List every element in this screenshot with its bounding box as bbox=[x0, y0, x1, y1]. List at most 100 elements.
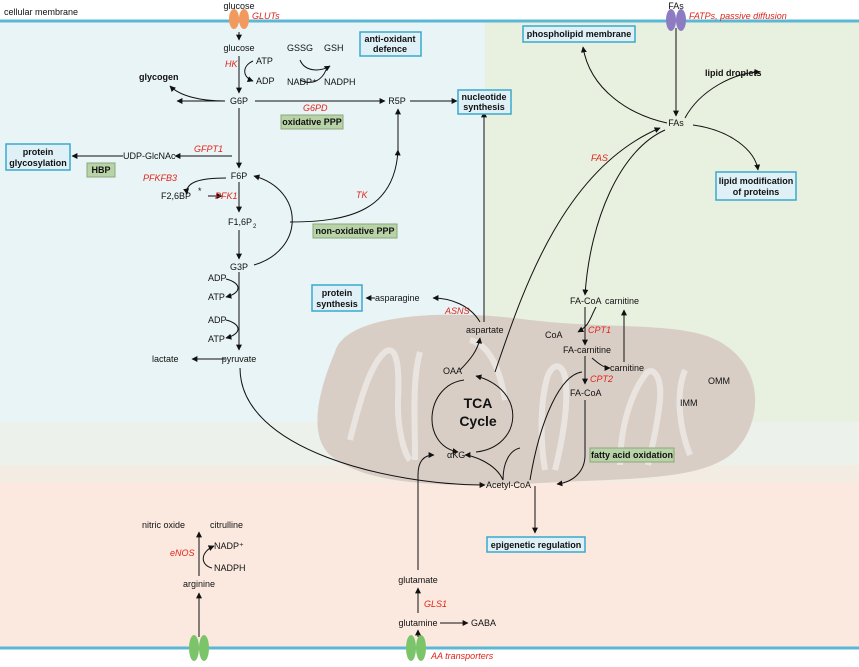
svg-text:protein: protein bbox=[23, 147, 54, 157]
glut-transporter-icon bbox=[229, 9, 249, 29]
metabolite-f6p: F6P bbox=[231, 171, 248, 181]
enzyme-gfpt1: GFPT1 bbox=[194, 144, 223, 154]
enzyme-pfk1: PFK1 bbox=[215, 191, 238, 201]
svg-text:oxidative PPP: oxidative PPP bbox=[282, 117, 342, 127]
metabolite-nadp: NADP⁺ bbox=[287, 77, 317, 87]
star-mark: * bbox=[198, 186, 202, 196]
metabolite-glucose-out: glucose bbox=[223, 1, 254, 11]
enzyme-hk: HK bbox=[225, 59, 238, 69]
metabolite-akg: αKG bbox=[447, 450, 465, 460]
enzyme-enos: eNOS bbox=[170, 548, 195, 558]
svg-text:fatty acid oxidation: fatty acid oxidation bbox=[591, 450, 673, 460]
enzyme-aa-transporters: AA transporters bbox=[430, 651, 494, 661]
metabolite-aspartate: aspartate bbox=[466, 325, 504, 335]
metabolite-citrulline: citrulline bbox=[210, 520, 243, 530]
box-protein-synthesis: protein synthesis bbox=[311, 284, 363, 312]
metabolite-atp: ATP bbox=[256, 56, 273, 66]
box-oxidative-ppp: oxidative PPP bbox=[280, 114, 344, 130]
svg-text:defence: defence bbox=[373, 44, 407, 54]
metabolite-nitric-oxide: nitric oxide bbox=[142, 520, 185, 530]
tca-label-1: TCA bbox=[464, 395, 493, 411]
enzyme-fas: FAS bbox=[591, 153, 608, 163]
box-phospholipid-membrane: phospholipid membrane bbox=[522, 25, 636, 43]
svg-text:anti-oxidant: anti-oxidant bbox=[365, 34, 416, 44]
metabolite-glucose-in: glucose bbox=[223, 43, 254, 53]
svg-text:synthesis: synthesis bbox=[463, 102, 505, 112]
svg-text:nucleotide: nucleotide bbox=[461, 92, 506, 102]
metabolite-carnitine-2: carnitine bbox=[610, 363, 644, 373]
metabolite-adp: ADP bbox=[256, 76, 275, 86]
bottom-region bbox=[0, 465, 859, 648]
label-lipid-droplets: lipid droplets bbox=[705, 68, 762, 78]
metabolite-asparagine: asparagine bbox=[375, 293, 420, 303]
metabolite-atp-2: ATP bbox=[208, 292, 225, 302]
metabolite-g6p: G6P bbox=[230, 96, 248, 106]
svg-text:HBP: HBP bbox=[91, 165, 110, 175]
svg-text:of proteins: of proteins bbox=[733, 187, 780, 197]
metabolite-nadp-2: NADP⁺ bbox=[214, 541, 244, 551]
tca-label-2: Cycle bbox=[459, 413, 497, 429]
metabolite-adp-3: ADP bbox=[208, 315, 227, 325]
svg-text:protein: protein bbox=[322, 288, 353, 298]
metabolite-atp-3: ATP bbox=[208, 334, 225, 344]
enzyme-cpt1: CPT1 bbox=[588, 325, 611, 335]
svg-text:epigenetic regulation: epigenetic regulation bbox=[491, 540, 582, 550]
aa-transporter-icon bbox=[189, 635, 209, 661]
enzyme-tk: TK bbox=[356, 190, 368, 200]
metabolite-nadph-2: NADPH bbox=[214, 563, 246, 573]
enzyme-gls1: GLS1 bbox=[424, 599, 447, 609]
box-protein-glycosylation: protein glycosylation bbox=[5, 143, 71, 171]
metabolite-fa-coa-2: FA-CoA bbox=[570, 388, 602, 398]
metabolite-gsh: GSH bbox=[324, 43, 344, 53]
box-lipid-modification: lipid modification of proteins bbox=[715, 171, 797, 201]
metabolite-g3p: G3P bbox=[230, 262, 248, 272]
enzyme-fatps: FATPs, passive diffusion bbox=[689, 11, 787, 21]
membrane-label: cellular membrane bbox=[4, 7, 78, 17]
metabolite-nadph: NADPH bbox=[324, 77, 356, 87]
metabolite-udp-glcnac: UDP-GlcNAc bbox=[123, 151, 176, 161]
metabolite-pyruvate: pyruvate bbox=[222, 354, 257, 364]
enzyme-cpt2: CPT2 bbox=[590, 374, 613, 384]
metabolite-fas-in: FAs bbox=[668, 118, 684, 128]
svg-text:synthesis: synthesis bbox=[316, 299, 358, 309]
svg-text:lipid modification: lipid modification bbox=[719, 176, 794, 186]
metabolite-f16p-sub: 2 bbox=[253, 224, 257, 230]
metabolite-gssg: GSSG bbox=[287, 43, 313, 53]
enzyme-pfkfb3: PFKFB3 bbox=[143, 173, 177, 183]
metabolite-fa-carnitine: FA-carnitine bbox=[563, 345, 611, 355]
metabolite-r5p: R5P bbox=[388, 96, 406, 106]
box-anti-oxidant-defence: anti-oxidant defence bbox=[359, 31, 422, 57]
label-imm: IMM bbox=[680, 398, 698, 408]
box-epigenetic-regulation: epigenetic regulation bbox=[486, 536, 586, 553]
metabolite-oaa: OAA bbox=[443, 366, 462, 376]
enzyme-g6pd: G6PD bbox=[303, 103, 328, 113]
box-non-oxidative-ppp: non-oxidative PPP bbox=[312, 223, 398, 239]
metabolite-gaba: GABA bbox=[471, 618, 496, 628]
metabolite-f16p: F1,6P bbox=[228, 217, 252, 227]
metabolite-acetyl-coa: Acetyl-CoA bbox=[486, 480, 531, 490]
metabolite-fas-out: FAs bbox=[668, 1, 684, 11]
metabolite-glycogen: glycogen bbox=[139, 72, 179, 82]
aa-transporter-icon bbox=[406, 635, 426, 661]
fatp-transporter-icon bbox=[666, 9, 686, 31]
label-omm: OMM bbox=[708, 376, 730, 386]
svg-text:phospholipid membrane: phospholipid membrane bbox=[527, 29, 632, 39]
box-nucleotide-synthesis: nucleotide synthesis bbox=[457, 89, 512, 115]
metabolite-fa-coa-1: FA-CoA bbox=[570, 296, 602, 306]
box-hbp: HBP bbox=[86, 162, 116, 178]
metabolite-glutamine: glutamine bbox=[398, 618, 437, 628]
metabolite-coa: CoA bbox=[545, 330, 563, 340]
metabolite-lactate: lactate bbox=[152, 354, 179, 364]
metabolite-carnitine-1: carnitine bbox=[605, 296, 639, 306]
metabolite-adp-2: ADP bbox=[208, 273, 227, 283]
metabolite-glutamate: glutamate bbox=[398, 575, 438, 585]
enzyme-asns: ASNS bbox=[444, 306, 470, 316]
enzyme-gluts: GLUTs bbox=[252, 11, 280, 21]
metabolite-arginine: arginine bbox=[183, 579, 215, 589]
metabolite-f26bp: F2,6BP bbox=[161, 191, 191, 201]
box-fatty-acid-oxidation: fatty acid oxidation bbox=[589, 447, 675, 463]
svg-text:non-oxidative PPP: non-oxidative PPP bbox=[315, 226, 394, 236]
svg-text:glycosylation: glycosylation bbox=[9, 158, 67, 168]
pathway-arrows bbox=[71, 28, 761, 637]
